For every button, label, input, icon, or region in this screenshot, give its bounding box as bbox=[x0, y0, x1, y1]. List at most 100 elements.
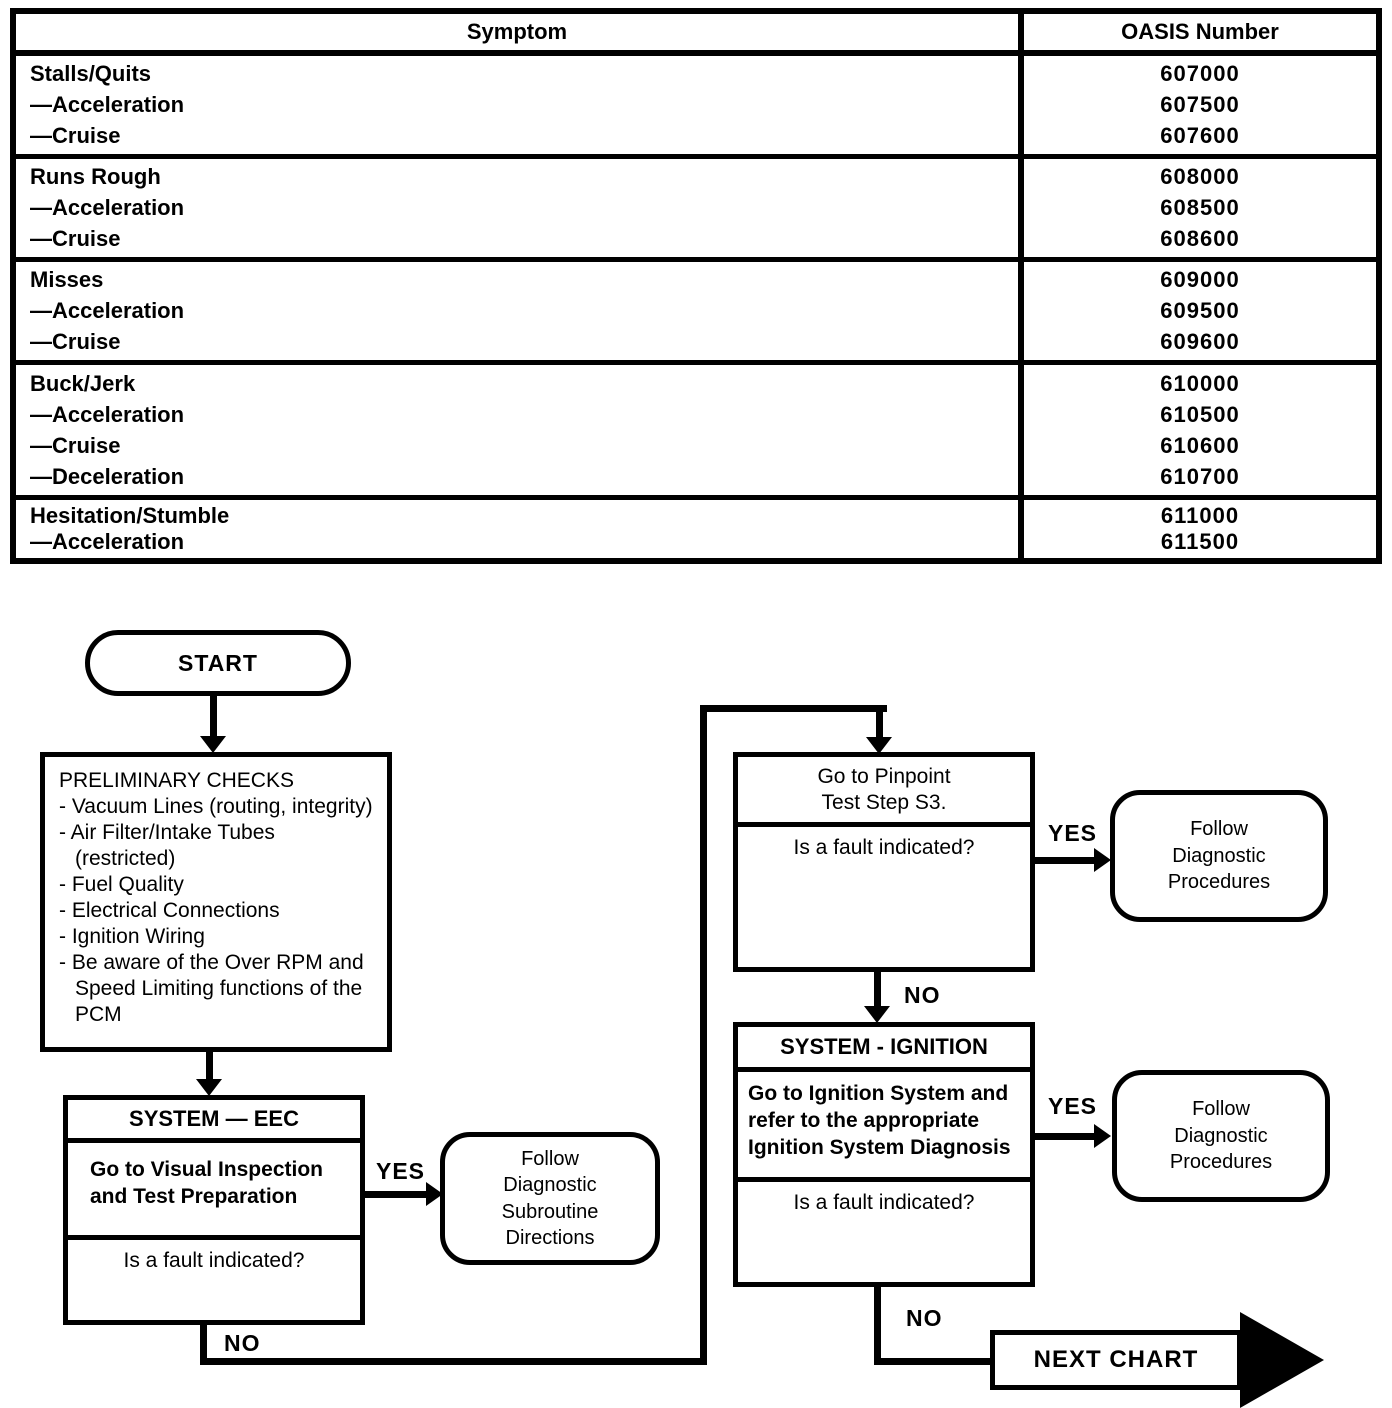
connector-eec-no-top bbox=[700, 705, 887, 712]
connector-ignition-no-across bbox=[874, 1358, 992, 1365]
oasis-column: 609000 609500 609600 bbox=[1018, 262, 1376, 360]
preliminary-check-item: - Air Filter/Intake Tubes (restricted) bbox=[59, 821, 275, 870]
oasis-number-cell: 611000 bbox=[1160, 503, 1240, 528]
table-section-stalls-quits: Stalls/Quits —Acceleration —Cruise 60700… bbox=[16, 56, 1376, 159]
table-section-runs-rough: Runs Rough —Acceleration —Cruise 608000 … bbox=[16, 159, 1376, 262]
arrow-right-icon bbox=[426, 1182, 443, 1206]
symptom-cell: —Acceleration bbox=[30, 297, 185, 323]
symptom-cell: —Acceleration bbox=[30, 401, 185, 427]
symptom-column: Runs Rough —Acceleration —Cruise bbox=[16, 159, 1018, 257]
oasis-number-cell: 610700 bbox=[1160, 463, 1240, 489]
symptom-cell: Buck/Jerk bbox=[30, 370, 136, 396]
symptom-column: Buck/Jerk —Acceleration —Cruise —Deceler… bbox=[16, 365, 1018, 495]
connector-ignition-yes bbox=[1035, 1133, 1097, 1140]
connector-ignition-no-down bbox=[874, 1287, 881, 1365]
symptom-cell: —Cruise bbox=[30, 328, 121, 354]
preliminary-check-item: - Ignition Wiring bbox=[59, 925, 205, 948]
symptom-column: Hesitation/Stumble —Acceleration bbox=[16, 500, 1018, 558]
table-header-row: Symptom OASIS Number bbox=[16, 14, 1376, 56]
preliminary-check-item: - Vacuum Lines (routing, integrity) bbox=[59, 795, 373, 818]
oasis-number-cell: 609600 bbox=[1160, 328, 1240, 354]
result-line: Directions bbox=[505, 1226, 595, 1249]
pinpoint-question: Is a fault indicated? bbox=[793, 836, 975, 859]
flow-node-system-eec: SYSTEM — EEC Go to Visual Inspection and… bbox=[63, 1095, 365, 1325]
symptom-column: Stalls/Quits —Acceleration —Cruise bbox=[16, 56, 1018, 154]
no-label: NO bbox=[904, 982, 941, 1008]
symptom-cell: Stalls/Quits bbox=[30, 61, 152, 87]
flow-node-follow-diagnostic-procedures-2: Follow Diagnostic Procedures bbox=[1112, 1070, 1330, 1202]
symptom-cell: Runs Rough bbox=[30, 164, 161, 190]
oasis-number-cell: 609500 bbox=[1160, 297, 1240, 323]
arrow-down-icon bbox=[200, 736, 226, 753]
symptom-column: Misses —Acceleration —Cruise bbox=[16, 262, 1018, 360]
result-line: Diagnostic bbox=[1174, 1124, 1268, 1147]
connector-start-to-preliminary bbox=[210, 695, 217, 737]
symptom-cell: —Cruise bbox=[30, 122, 121, 148]
yes-label: YES bbox=[1048, 820, 1098, 846]
oasis-column: 611000 611500 bbox=[1018, 500, 1376, 558]
no-label: NO bbox=[224, 1330, 261, 1356]
symptom-oasis-table: Symptom OASIS Number Stalls/Quits —Accel… bbox=[10, 8, 1382, 564]
oasis-number-cell: 608000 bbox=[1160, 164, 1240, 190]
result-line: Diagnostic bbox=[503, 1174, 597, 1197]
preliminary-check-item: - Be aware of the Over RPM and Speed Lim… bbox=[59, 951, 364, 1026]
connector-preliminary-to-eec bbox=[206, 1052, 213, 1080]
oasis-column: 610000 610500 610600 610700 bbox=[1018, 365, 1376, 495]
flow-node-system-ignition: SYSTEM - IGNITION Go to Ignition System … bbox=[733, 1022, 1035, 1287]
arrow-right-icon bbox=[1094, 1124, 1111, 1148]
system-ignition-header: SYSTEM - IGNITION bbox=[738, 1027, 1030, 1072]
connector-eec-yes bbox=[365, 1191, 427, 1198]
flow-node-pinpoint-test: Go to Pinpoint Test Step S3. Is a fault … bbox=[733, 752, 1035, 972]
yes-label: YES bbox=[376, 1158, 426, 1184]
flow-node-next-chart: NEXT CHART bbox=[990, 1330, 1242, 1390]
symptom-cell: —Cruise bbox=[30, 225, 121, 251]
connector-eec-no-down bbox=[200, 1325, 207, 1365]
pinpoint-action-line: Go to Pinpoint bbox=[817, 764, 951, 788]
connector-eec-no-up bbox=[700, 705, 707, 1365]
oasis-number-cell: 610000 bbox=[1160, 370, 1240, 396]
oasis-number-cell: 611500 bbox=[1160, 529, 1240, 554]
flow-node-follow-diagnostic-subroutine: Follow Diagnostic Subroutine Directions bbox=[440, 1132, 660, 1265]
preliminary-checks-title: PRELIMINARY CHECKS bbox=[59, 769, 294, 792]
oasis-number-cell: 608600 bbox=[1160, 225, 1240, 251]
symptom-cell: Misses bbox=[30, 267, 104, 293]
oasis-number-cell: 607000 bbox=[1160, 61, 1240, 87]
symptom-cell: —Cruise bbox=[30, 432, 121, 458]
symptom-cell: —Acceleration bbox=[30, 529, 185, 554]
connector-into-pinpoint bbox=[876, 705, 883, 738]
flow-node-preliminary-checks: PRELIMINARY CHECKS - Vacuum Lines (routi… bbox=[40, 752, 392, 1052]
result-line: Diagnostic bbox=[1172, 844, 1266, 867]
result-line: Follow bbox=[1190, 818, 1248, 841]
connector-pinpoint-yes bbox=[1035, 857, 1097, 864]
oasis-number-cell: 610600 bbox=[1160, 432, 1240, 458]
arrow-down-icon bbox=[864, 1006, 890, 1023]
table-section-buck-jerk: Buck/Jerk —Acceleration —Cruise —Deceler… bbox=[16, 365, 1376, 500]
oasis-number-cell: 607500 bbox=[1160, 91, 1240, 117]
result-line: Follow bbox=[521, 1147, 579, 1170]
pinpoint-action-line: Test Step S3. bbox=[821, 790, 947, 814]
oasis-column: 608000 608500 608600 bbox=[1018, 159, 1376, 257]
oasis-column: 607000 607500 607600 bbox=[1018, 56, 1376, 154]
flow-node-follow-diagnostic-procedures-1: Follow Diagnostic Procedures bbox=[1110, 790, 1328, 922]
symptom-cell: —Acceleration bbox=[30, 194, 185, 220]
system-eec-action: Go to Visual Inspection and Test Prepara… bbox=[68, 1143, 360, 1240]
result-line: Follow bbox=[1192, 1098, 1250, 1121]
result-line: Subroutine bbox=[501, 1200, 599, 1223]
oasis-number-cell: 607600 bbox=[1160, 122, 1240, 148]
pinpoint-action: Go to Pinpoint Test Step S3. bbox=[738, 757, 1030, 827]
arrow-down-icon bbox=[866, 737, 892, 754]
next-chart-arrow-icon bbox=[1240, 1312, 1324, 1408]
oasis-number-cell: 610500 bbox=[1160, 401, 1240, 427]
connector-eec-no-across bbox=[200, 1358, 707, 1365]
connector-pinpoint-no bbox=[874, 972, 881, 1008]
table-section-misses: Misses —Acceleration —Cruise 609000 6095… bbox=[16, 262, 1376, 365]
symptom-cell: —Deceleration bbox=[30, 463, 185, 489]
preliminary-check-item: - Fuel Quality bbox=[59, 873, 184, 896]
yes-label: YES bbox=[1048, 1093, 1098, 1119]
symptom-cell: Hesitation/Stumble bbox=[30, 503, 230, 528]
system-eec-header: SYSTEM — EEC bbox=[68, 1100, 360, 1143]
oasis-number-cell: 609000 bbox=[1160, 267, 1240, 293]
column-header-symptom: Symptom bbox=[466, 19, 568, 44]
system-ignition-action: Go to Ignition System and refer to the a… bbox=[738, 1072, 1030, 1182]
